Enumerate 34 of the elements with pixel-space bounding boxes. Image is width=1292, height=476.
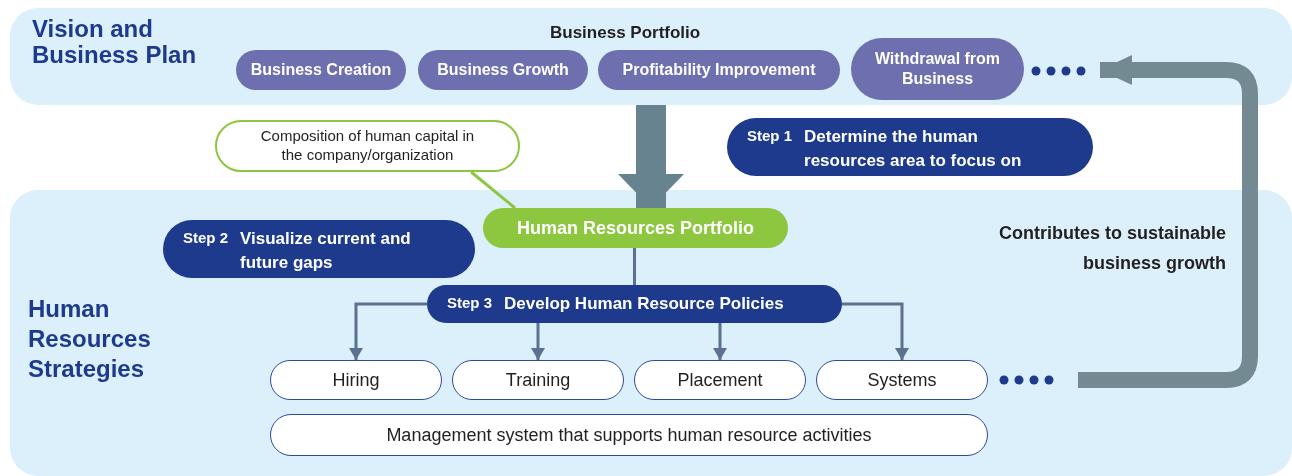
step-number: Step 2	[183, 228, 228, 248]
policy-box: Training	[452, 360, 624, 400]
portfolio-box: Human Resources Portfolio	[483, 208, 788, 248]
policy-box: Hiring	[270, 360, 442, 400]
policy-box: Placement	[634, 360, 806, 400]
step-number: Step 1	[747, 126, 792, 146]
section-title: Human Resources Strategies	[28, 294, 152, 384]
step-number: Step 3	[447, 293, 492, 313]
arrow	[349, 302, 427, 360]
policy-box: Management system that supports human resource activities	[270, 414, 988, 456]
arrow	[531, 323, 545, 360]
step-box	[727, 118, 1093, 176]
portfolio-pill: Withdrawal from Business	[851, 38, 1024, 100]
step-text: Develop Human Resource Policies	[504, 293, 784, 315]
arrow	[842, 302, 909, 360]
section-band	[10, 190, 1292, 476]
portfolio-pill: Business Creation	[236, 50, 406, 90]
callout-box: Composition of human capital in the company/organization	[215, 120, 520, 172]
section-band	[10, 8, 1292, 105]
portfolio-pill: Business Growth	[418, 50, 588, 90]
connector-line	[633, 248, 636, 285]
step-text: Determine the human resources area to focus on	[804, 126, 1023, 172]
block-arrow	[618, 105, 684, 208]
step-box	[427, 285, 842, 323]
portfolio-pill: Profitability Improvement	[598, 50, 840, 90]
edge-label: Contributes to sustainable business growth	[997, 222, 1226, 275]
block-arrow	[1078, 55, 1258, 388]
section-heading: Business Portfolio	[550, 22, 701, 44]
connector-line	[470, 170, 516, 210]
step-text: Visualize current and future gaps	[240, 228, 412, 274]
policy-box: Systems	[816, 360, 988, 400]
step-box	[163, 220, 475, 278]
arrow	[713, 323, 727, 360]
section-title: Vision and Business Plan	[32, 16, 198, 69]
